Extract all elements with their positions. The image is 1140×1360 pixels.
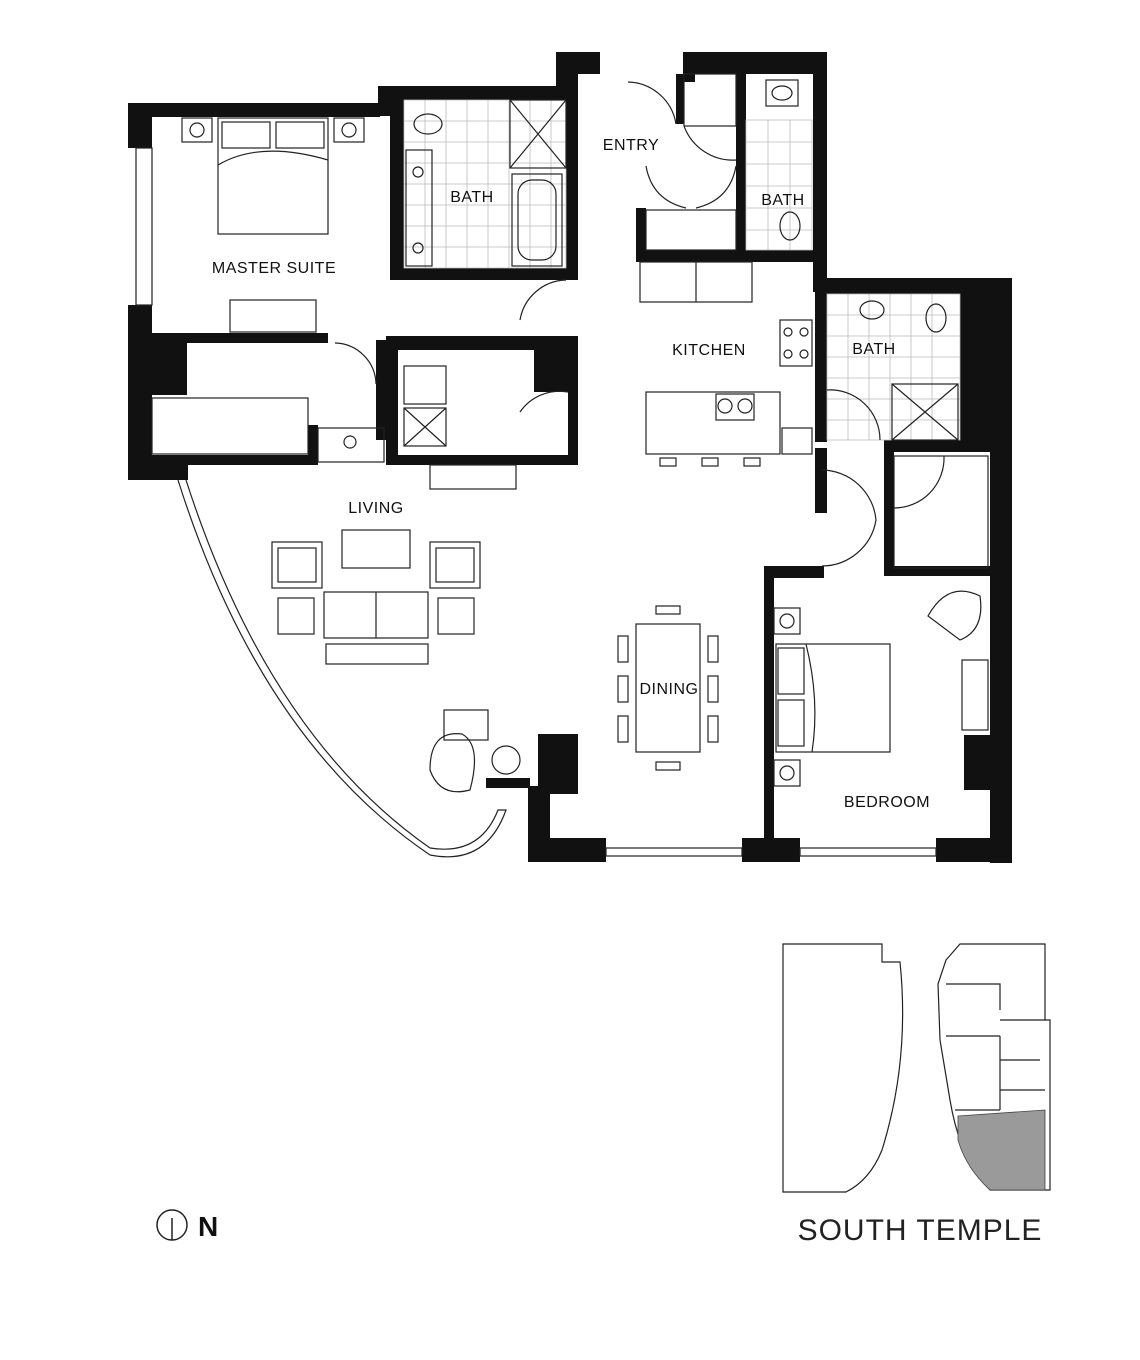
- room-label-master-bath: BATH: [450, 189, 493, 206]
- kitchen-fixtures: [639, 261, 813, 467]
- walls: [128, 52, 1012, 863]
- room-label-kitchen: KITCHEN: [672, 342, 746, 359]
- north-label: N: [198, 1211, 218, 1242]
- north-compass: N: [156, 1209, 218, 1242]
- entry-bath-fixtures: [745, 79, 813, 251]
- room-label-master-suite: MASTER SUITE: [212, 260, 336, 277]
- room-labels: MASTER SUITE BATH ENTRY BATH KITCHEN BAT…: [212, 137, 930, 811]
- dining-table: [617, 605, 719, 771]
- bedroom-closet: [821, 455, 989, 569]
- room-label-entry-bath: BATH: [761, 192, 804, 209]
- laundry: [403, 279, 569, 447]
- curved-window-wall: [135, 147, 507, 858]
- bedroom-bath-fixtures: [826, 293, 961, 441]
- key-plan-title: SOUTH TEMPLE: [798, 1214, 1043, 1247]
- master-bath-fixtures: [403, 99, 567, 269]
- master-bed: [181, 117, 365, 333]
- bottom-windows: [605, 847, 937, 857]
- key-plan: SOUTH TEMPLE: [782, 943, 1051, 1247]
- bedroom-bed: [773, 590, 989, 787]
- key-plan-highlight: [957, 1109, 1046, 1191]
- entry-fixtures: [627, 73, 737, 251]
- room-label-bedroom: BEDROOM: [844, 794, 930, 811]
- room-label-bedroom-bath: BATH: [852, 341, 895, 358]
- master-closet: [151, 342, 517, 490]
- living-furniture: [271, 529, 521, 793]
- room-label-entry: ENTRY: [603, 137, 659, 154]
- room-label-living: LIVING: [348, 500, 403, 517]
- room-label-dining: DINING: [640, 681, 699, 698]
